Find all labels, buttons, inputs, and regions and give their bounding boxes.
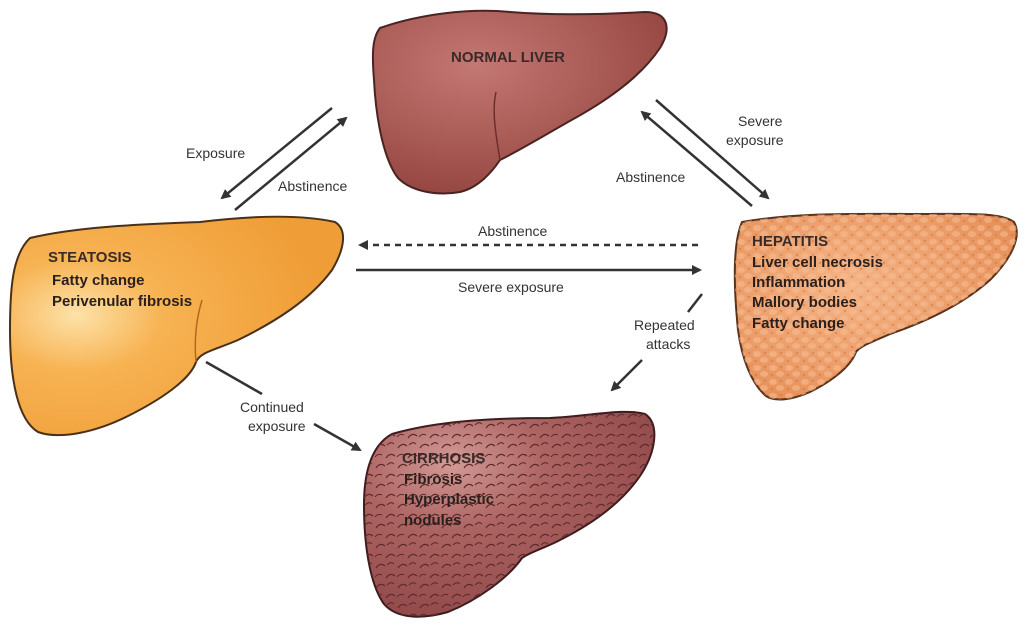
arrow-abstinence-left [234,116,348,211]
hepatitis-line-1: Liver cell necrosis [752,254,883,271]
label-abstinence-right: Abstinence [616,169,685,185]
hepatitis-line-4: Fatty change [752,315,845,332]
steatosis-liver: STEATOSIS Fatty change Perivenular fibro… [8,215,344,437]
label-abstinence-middle: Abstinence [478,223,547,239]
normal-liver-shape [371,9,668,195]
arrow-severe-exposure-top [655,99,770,200]
hepatitis-title: HEPATITIS [752,233,828,250]
hepatitis-line-3: Mallory bodies [752,294,857,311]
cirrhosis-line-2: Hyperplastic [404,491,494,508]
label-continued-exposure-1: Continued [240,399,304,415]
label-exposure: Exposure [186,145,245,161]
arrow-continued-exposure-upper [205,360,263,396]
normal-liver-title: NORMAL LIVER [451,49,565,66]
label-repeated-attacks-2: attacks [646,336,690,352]
arrow-exposure [220,107,333,200]
label-severe-exposure-top-1: Severe [738,113,783,129]
arrow-repeated-attacks-upper [687,293,703,313]
label-abstinence-left: Abstinence [278,178,347,194]
arrow-abstinence-right [640,110,753,207]
steatosis-title: STEATOSIS [48,249,132,266]
normal-liver: NORMAL LIVER [371,9,668,195]
steatosis-liver-shape [8,215,344,437]
arrow-repeated-attacks [610,359,643,392]
steatosis-line-1: Fatty change [52,272,145,289]
cirrhosis-liver: CIRRHOSIS Fibrosis Hyperplastic nodules [362,410,656,618]
label-severe-exposure-middle: Severe exposure [458,279,564,295]
label-repeated-attacks-1: Repeated [634,317,695,333]
cirrhosis-line-3: nodules [404,512,462,529]
cirrhosis-title: CIRRHOSIS [402,450,485,467]
steatosis-line-2: Perivenular fibrosis [52,293,192,310]
cirrhosis-line-1: Fibrosis [404,471,462,488]
hepatitis-liver: HEPATITIS Liver cell necrosis Inflammati… [733,212,1018,401]
arrow-continued-exposure [313,422,362,452]
hepatitis-line-2: Inflammation [752,274,845,291]
label-continued-exposure-2: exposure [248,418,306,434]
label-severe-exposure-top-2: exposure [726,132,784,148]
